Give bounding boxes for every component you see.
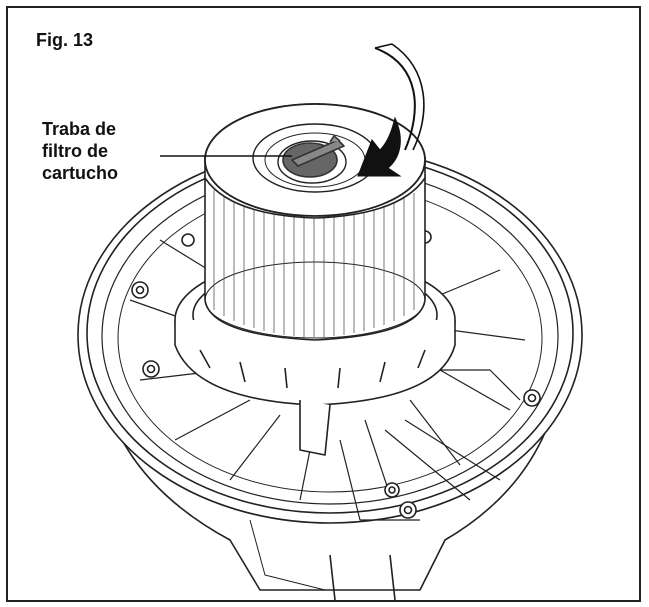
curved-rotation-arrow-icon [357,43,425,177]
callout-label: Traba de filtro de cartucho [42,118,172,184]
figure-label: Fig. 13 [36,30,94,50]
callout-line-2: filtro de [42,141,108,161]
filter-lock-knob-icon [277,135,347,184]
callout-line-3: cartucho [42,163,119,183]
mounting-bosses [131,230,541,519]
callout-line-1: Traba de [42,119,117,139]
